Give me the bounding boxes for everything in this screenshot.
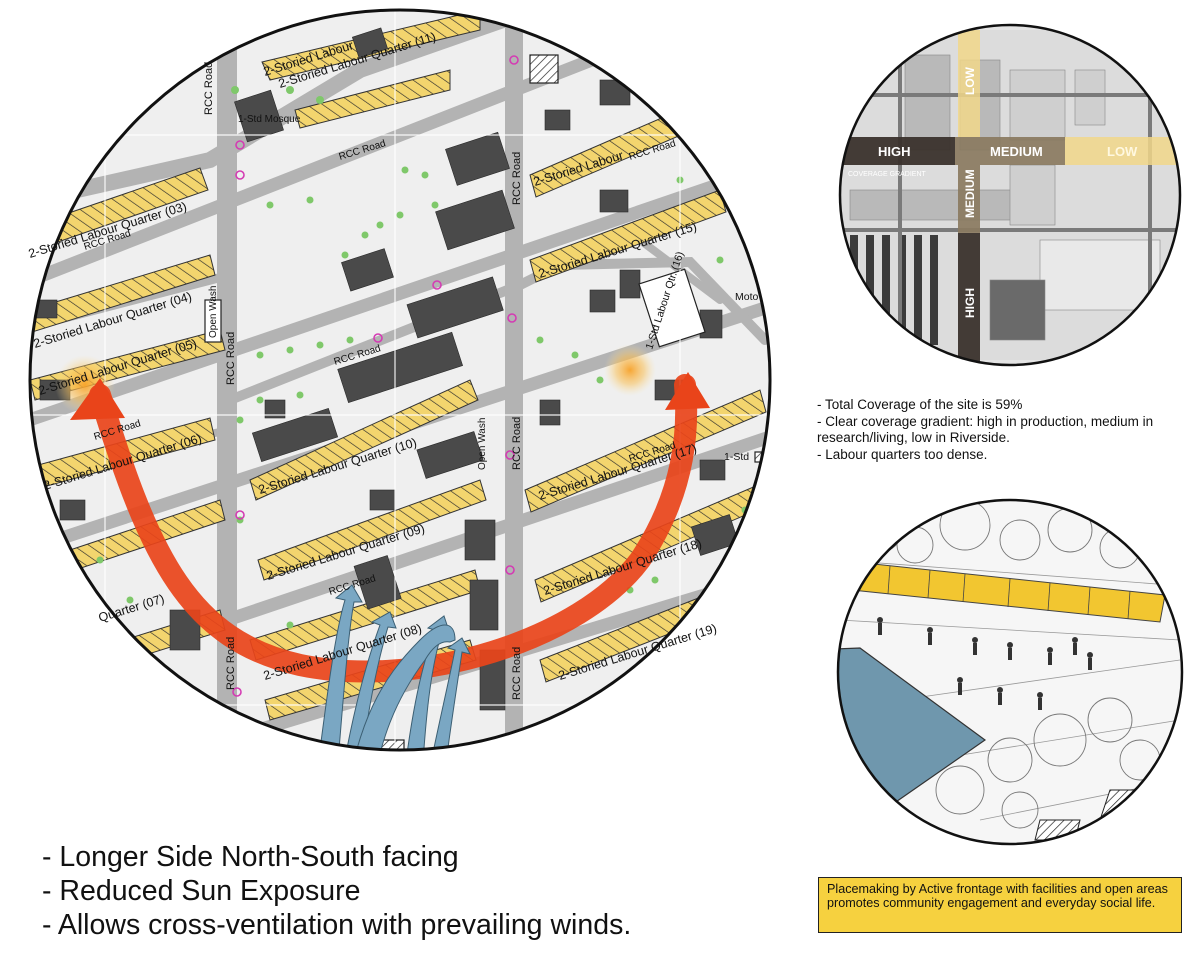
band-high-h bbox=[840, 137, 955, 165]
road-label: RCC Road bbox=[511, 152, 523, 205]
vband-label-low: LOW bbox=[963, 66, 977, 95]
finding-item: - Total Coverage of the site is 59% bbox=[817, 397, 1023, 412]
misc-structures bbox=[204, 54, 766, 750]
sunrise-glow bbox=[604, 344, 656, 396]
buildings bbox=[34, 27, 740, 711]
placemaking-perspective bbox=[836, 498, 1184, 846]
one-std-label: 1-Std bbox=[724, 451, 749, 463]
vband-label-high: HIGH bbox=[963, 288, 977, 318]
placemaking-caption: Placemaking by Active frontage with faci… bbox=[818, 877, 1182, 933]
band-low-h bbox=[1065, 137, 1180, 165]
finding-item: - Clear coverage gradient: high in produ… bbox=[817, 413, 1154, 446]
strategy-item: - Allows cross-ventilation with prevaili… bbox=[42, 909, 632, 941]
perspective-outline bbox=[836, 498, 1184, 846]
sun-arrow-head-west bbox=[70, 378, 125, 420]
band-medium-h bbox=[955, 137, 1065, 165]
road-label: RCC Road bbox=[203, 62, 215, 115]
band-label-high: HIGH bbox=[878, 144, 911, 159]
strategy-item: - Reduced Sun Exposure bbox=[42, 875, 361, 907]
mosque-label: 1-Std Mosque bbox=[238, 114, 301, 125]
sun-arrow-head-east bbox=[665, 372, 710, 410]
coverage-findings-list: - Total Coverage of the site is 59% - Cl… bbox=[817, 397, 1199, 463]
coverage-small-label: COVERAGE GRADIENT bbox=[848, 171, 927, 178]
sun-path-arrow bbox=[89, 374, 698, 683]
coverage-map-outline bbox=[838, 23, 1182, 367]
band-high-v bbox=[958, 233, 980, 363]
band-low-v bbox=[958, 30, 980, 137]
band-label-medium: MEDIUM bbox=[990, 144, 1043, 159]
road-label: RCC Road bbox=[225, 332, 237, 385]
band-label-low: LOW bbox=[1107, 144, 1138, 159]
ep-markers bbox=[232, 55, 519, 697]
open-wash-label: Open Wash bbox=[208, 286, 219, 338]
road-label: RCC Road bbox=[511, 417, 523, 470]
vband-label-medium: MEDIUM bbox=[963, 169, 977, 218]
trees bbox=[30, 86, 749, 749]
road-label: RCC Road bbox=[511, 647, 523, 700]
vertical-road-west bbox=[217, 10, 237, 750]
band-medium-v bbox=[958, 165, 980, 233]
coverage-labels: HIGH MEDIUM LOW LOW MEDIUM HIGH bbox=[878, 66, 1138, 318]
vertical-road-east bbox=[505, 10, 523, 750]
design-strategy-list: - Longer Side North-South facing - Reduc… bbox=[42, 840, 631, 942]
coverage-gradient-map: HIGH MEDIUM LOW LOW MEDIUM HIGH COVERAGE… bbox=[838, 23, 1182, 367]
open-wash-label: Open Wash bbox=[477, 418, 488, 470]
moto-label: Moto bbox=[735, 291, 759, 303]
strategy-item: - Longer Side North-South facing bbox=[42, 841, 459, 873]
main-map-outline bbox=[28, 8, 772, 752]
people bbox=[877, 617, 1093, 710]
main-site-map: 2-Storied Labour Quarter (03) 2-Storied … bbox=[27, 8, 772, 752]
finding-item: - Labour quarters too dense. bbox=[817, 446, 988, 462]
road-label: RCC Road bbox=[225, 637, 237, 690]
